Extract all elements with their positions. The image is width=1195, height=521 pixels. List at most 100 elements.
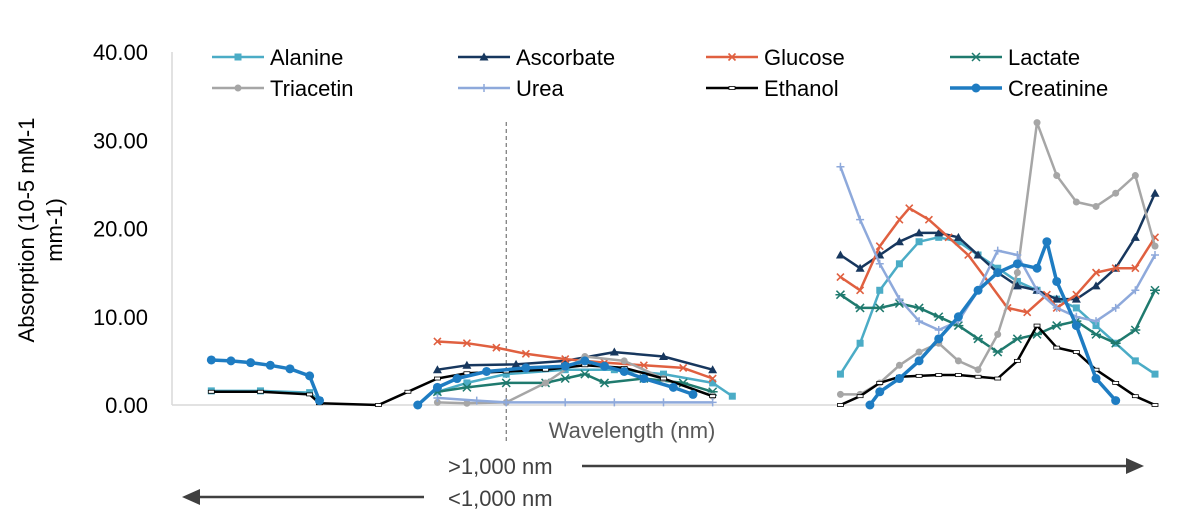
creatinine-point <box>875 387 885 397</box>
ethanol-point <box>1053 345 1061 350</box>
glucose-point <box>1072 290 1081 299</box>
ethanol-point <box>974 374 982 379</box>
creatinine-point <box>285 364 295 374</box>
series-ascorbate <box>432 188 1160 374</box>
ascorbate-point <box>914 228 924 237</box>
ascorbate-point <box>1150 188 1160 197</box>
ethanol-point <box>306 392 314 397</box>
alanine-point <box>876 286 884 294</box>
urea-point <box>708 398 717 407</box>
glucose-point <box>836 272 845 282</box>
lactate-point <box>1150 285 1160 295</box>
triacetin-point <box>1072 198 1080 206</box>
creatinine-point <box>1012 259 1022 269</box>
urea-point <box>1151 250 1159 259</box>
legend-ethanol-point <box>728 86 736 90</box>
creatinine-point <box>580 356 590 366</box>
legend-item-triacetin: Triacetin <box>212 76 354 101</box>
creatinine-point <box>521 363 531 373</box>
creatinine-point <box>973 285 983 295</box>
y-tick-label: 10.00 <box>93 305 148 330</box>
glucose-point <box>708 374 717 383</box>
ascorbate-point <box>432 365 442 374</box>
ethanol-point <box>837 403 844 407</box>
creatinine-point <box>482 366 492 376</box>
lactate-line <box>839 289 1157 354</box>
triacetin-point <box>620 357 628 365</box>
lactate-point <box>874 303 885 313</box>
alanine-point <box>1092 322 1100 330</box>
right-arrow-head <box>1126 458 1144 474</box>
y-axis-title: Absorption (10-5 mM-1 mm-1) <box>14 118 67 343</box>
urea-point <box>915 317 924 326</box>
legend-triacetin-point <box>234 84 242 92</box>
legend-creatinine-point <box>971 83 981 93</box>
creatinine-point <box>668 382 678 392</box>
creatinine-point <box>688 389 698 399</box>
lactate-point <box>599 378 610 388</box>
alanine-point <box>954 238 962 246</box>
legend-label: Creatinine <box>1008 76 1108 101</box>
legend-item-alanine: Alanine <box>212 45 343 70</box>
lactate-point <box>914 303 925 313</box>
alanine-point <box>728 392 736 400</box>
urea-point <box>1111 303 1120 312</box>
triacetin-point <box>1033 119 1041 127</box>
urea-point <box>1033 286 1042 295</box>
triacetin-line <box>840 121 1157 396</box>
lactate-point <box>835 290 846 300</box>
urea-point <box>561 398 570 407</box>
creatinine-point <box>1111 396 1121 406</box>
ascorbate-point <box>1012 281 1022 290</box>
glucose-point <box>905 204 914 213</box>
lactate-point <box>933 312 944 322</box>
glucose-point <box>944 233 953 242</box>
ethanol-point <box>1033 323 1041 328</box>
urea-point <box>1052 303 1061 312</box>
alanine-point <box>895 260 903 268</box>
y-axis-title-line2: mm-1) <box>42 198 67 262</box>
x-axis-title: Wavelength (nm) <box>549 418 716 443</box>
ethanol-point <box>404 389 412 394</box>
urea-point <box>1013 250 1022 259</box>
alanine-point <box>935 233 943 241</box>
lactate-point <box>560 373 571 384</box>
creatinine-point <box>1052 276 1062 286</box>
alanine-point <box>1072 304 1080 312</box>
legend-item-lactate: Lactate <box>950 45 1080 70</box>
legend-ascorbate-point <box>479 52 489 61</box>
glucose-line <box>839 206 1157 314</box>
lactate-point <box>855 303 866 313</box>
series-ethanol <box>207 323 1159 407</box>
triacetin-point <box>1053 172 1061 180</box>
creatinine-point <box>432 382 442 392</box>
ethanol-point <box>856 394 864 399</box>
range-annotations: >1,000 nm <1,000 nm <box>182 454 1144 511</box>
ascorbate-point <box>835 250 845 259</box>
ethanol-point <box>915 373 923 378</box>
alanine-point <box>660 370 667 378</box>
urea-point <box>1131 286 1140 295</box>
triacetin-point <box>1112 189 1120 197</box>
creatinine-point <box>206 355 216 365</box>
creatinine-point <box>619 366 629 376</box>
ethanol-point <box>1112 381 1120 385</box>
urea-point <box>610 398 619 407</box>
urea-point <box>856 215 865 224</box>
legend-label: Ascorbate <box>516 45 615 70</box>
glucose-point <box>561 355 570 364</box>
glucose-point <box>964 250 973 260</box>
ascorbate-point <box>1130 232 1140 241</box>
creatinine-point <box>246 358 256 368</box>
ethanol-point <box>935 373 943 377</box>
creatinine-point <box>953 312 963 322</box>
glucose-point <box>679 363 688 373</box>
legend-item-creatinine: Creatinine <box>950 76 1108 101</box>
y-tick-label: 30.00 <box>93 128 148 153</box>
lactate-point <box>973 334 984 344</box>
glucose-point <box>462 339 471 348</box>
ascorbate-point <box>462 360 472 369</box>
alanine-point <box>463 379 471 387</box>
ascorbate-point <box>934 228 944 237</box>
right-arrow-label: >1,000 nm <box>448 454 553 479</box>
